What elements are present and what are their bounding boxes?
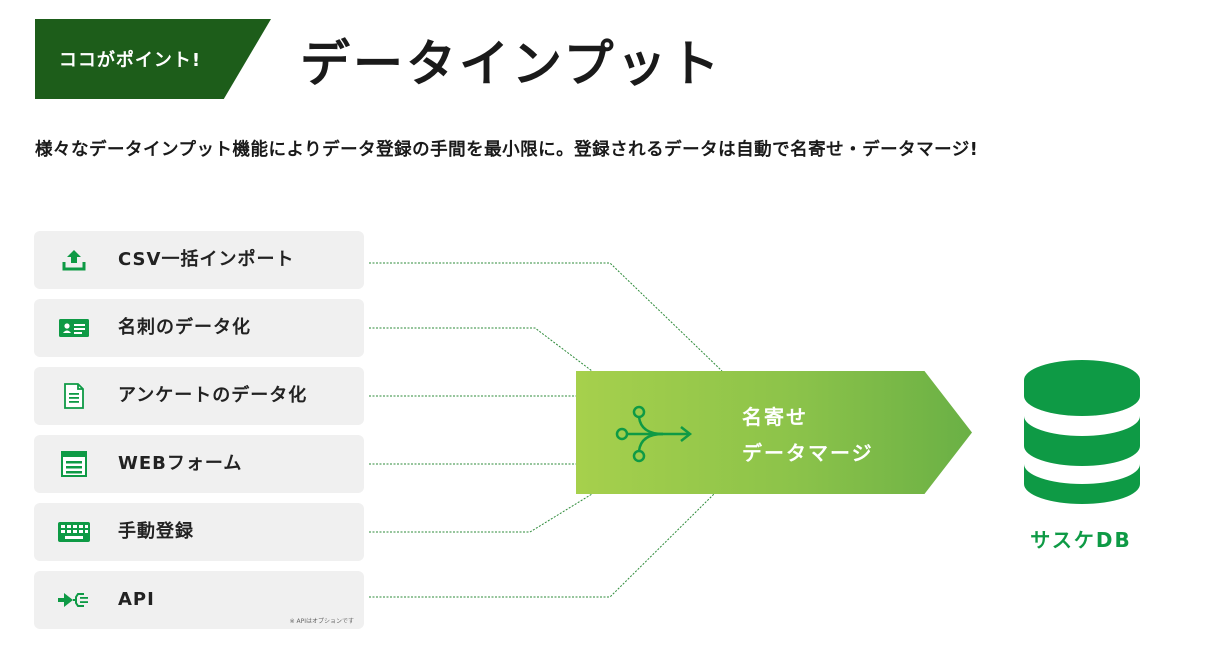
- source-item-manual-entry: 手動登録: [34, 503, 364, 561]
- web-form-icon: [58, 450, 90, 478]
- upload-icon: [58, 246, 90, 274]
- source-item-business-card: 名刺のデータ化: [34, 299, 364, 357]
- connector-manual: [369, 493, 593, 533]
- source-item-label: 名刺のデータ化: [118, 317, 251, 338]
- source-item-csv-import: CSV一括インポート: [34, 231, 364, 289]
- source-item-label: CSV一括インポート: [118, 249, 295, 270]
- keyboard-icon: [58, 518, 90, 546]
- page-title: データインプット: [300, 35, 723, 93]
- source-item-label: WEBフォーム: [118, 453, 243, 474]
- database-label: サスケDB: [1030, 528, 1132, 552]
- source-item-survey: アンケートのデータ化: [34, 367, 364, 425]
- merge-label-line1: 名寄せ: [742, 405, 808, 429]
- source-item-web-form: WEBフォーム: [34, 435, 364, 493]
- connector-api: [369, 493, 715, 598]
- api-plug-icon: [58, 586, 90, 614]
- merge-process-box: 名寄せ データマージ: [576, 371, 972, 494]
- api-option-note: ※ APIはオプションです: [289, 618, 354, 625]
- source-item-label: 手動登録: [118, 521, 194, 542]
- business-card-icon: [58, 314, 90, 342]
- merge-arrows-icon: [613, 404, 697, 468]
- database-icon: [1022, 358, 1142, 510]
- merge-label-line2: データマージ: [742, 441, 874, 465]
- connector-business-card: [369, 327, 593, 372]
- source-item-api: API ※ APIはオプションです: [34, 571, 364, 629]
- page-subtitle: 様々なデータインプット機能によりデータ登録の手間を最小限に。登録されるデータは自…: [35, 140, 979, 160]
- point-badge: ココがポイント!: [35, 19, 271, 99]
- source-item-label: アンケートのデータ化: [118, 385, 308, 406]
- survey-document-icon: [58, 382, 90, 410]
- source-item-label: API: [118, 589, 155, 610]
- point-badge-label: ココがポイント!: [58, 50, 202, 71]
- connector-csv: [369, 262, 723, 372]
